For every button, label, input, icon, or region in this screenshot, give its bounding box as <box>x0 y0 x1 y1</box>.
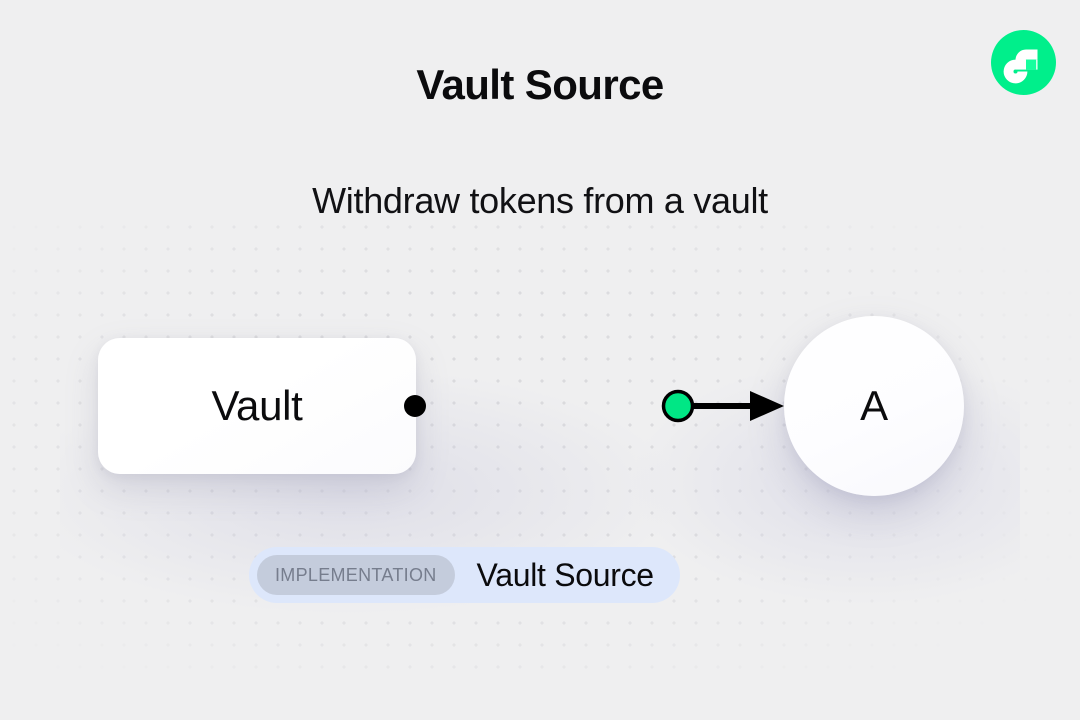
implementation-kind-pill: IMPLEMENTATION <box>257 555 455 595</box>
implementation-kind-label: IMPLEMENTATION <box>275 564 437 585</box>
node-vault[interactable]: Vault <box>98 338 416 474</box>
page-title: Vault Source <box>416 61 664 108</box>
edge-midpoint-marker[interactable] <box>661 389 695 423</box>
flow-logo-icon <box>991 30 1056 95</box>
node-a-label: A <box>860 382 888 429</box>
flow-logo[interactable] <box>991 30 1056 95</box>
implementation-badge[interactable]: IMPLEMENTATION Vault Source <box>249 547 680 603</box>
node-a[interactable]: A <box>784 316 964 496</box>
page-subtitle: Withdraw tokens from a vault <box>312 180 768 221</box>
edge-arrowhead-icon <box>750 391 784 421</box>
implementation-name: Vault Source <box>476 556 655 593</box>
node-vault-label: Vault <box>211 382 303 429</box>
